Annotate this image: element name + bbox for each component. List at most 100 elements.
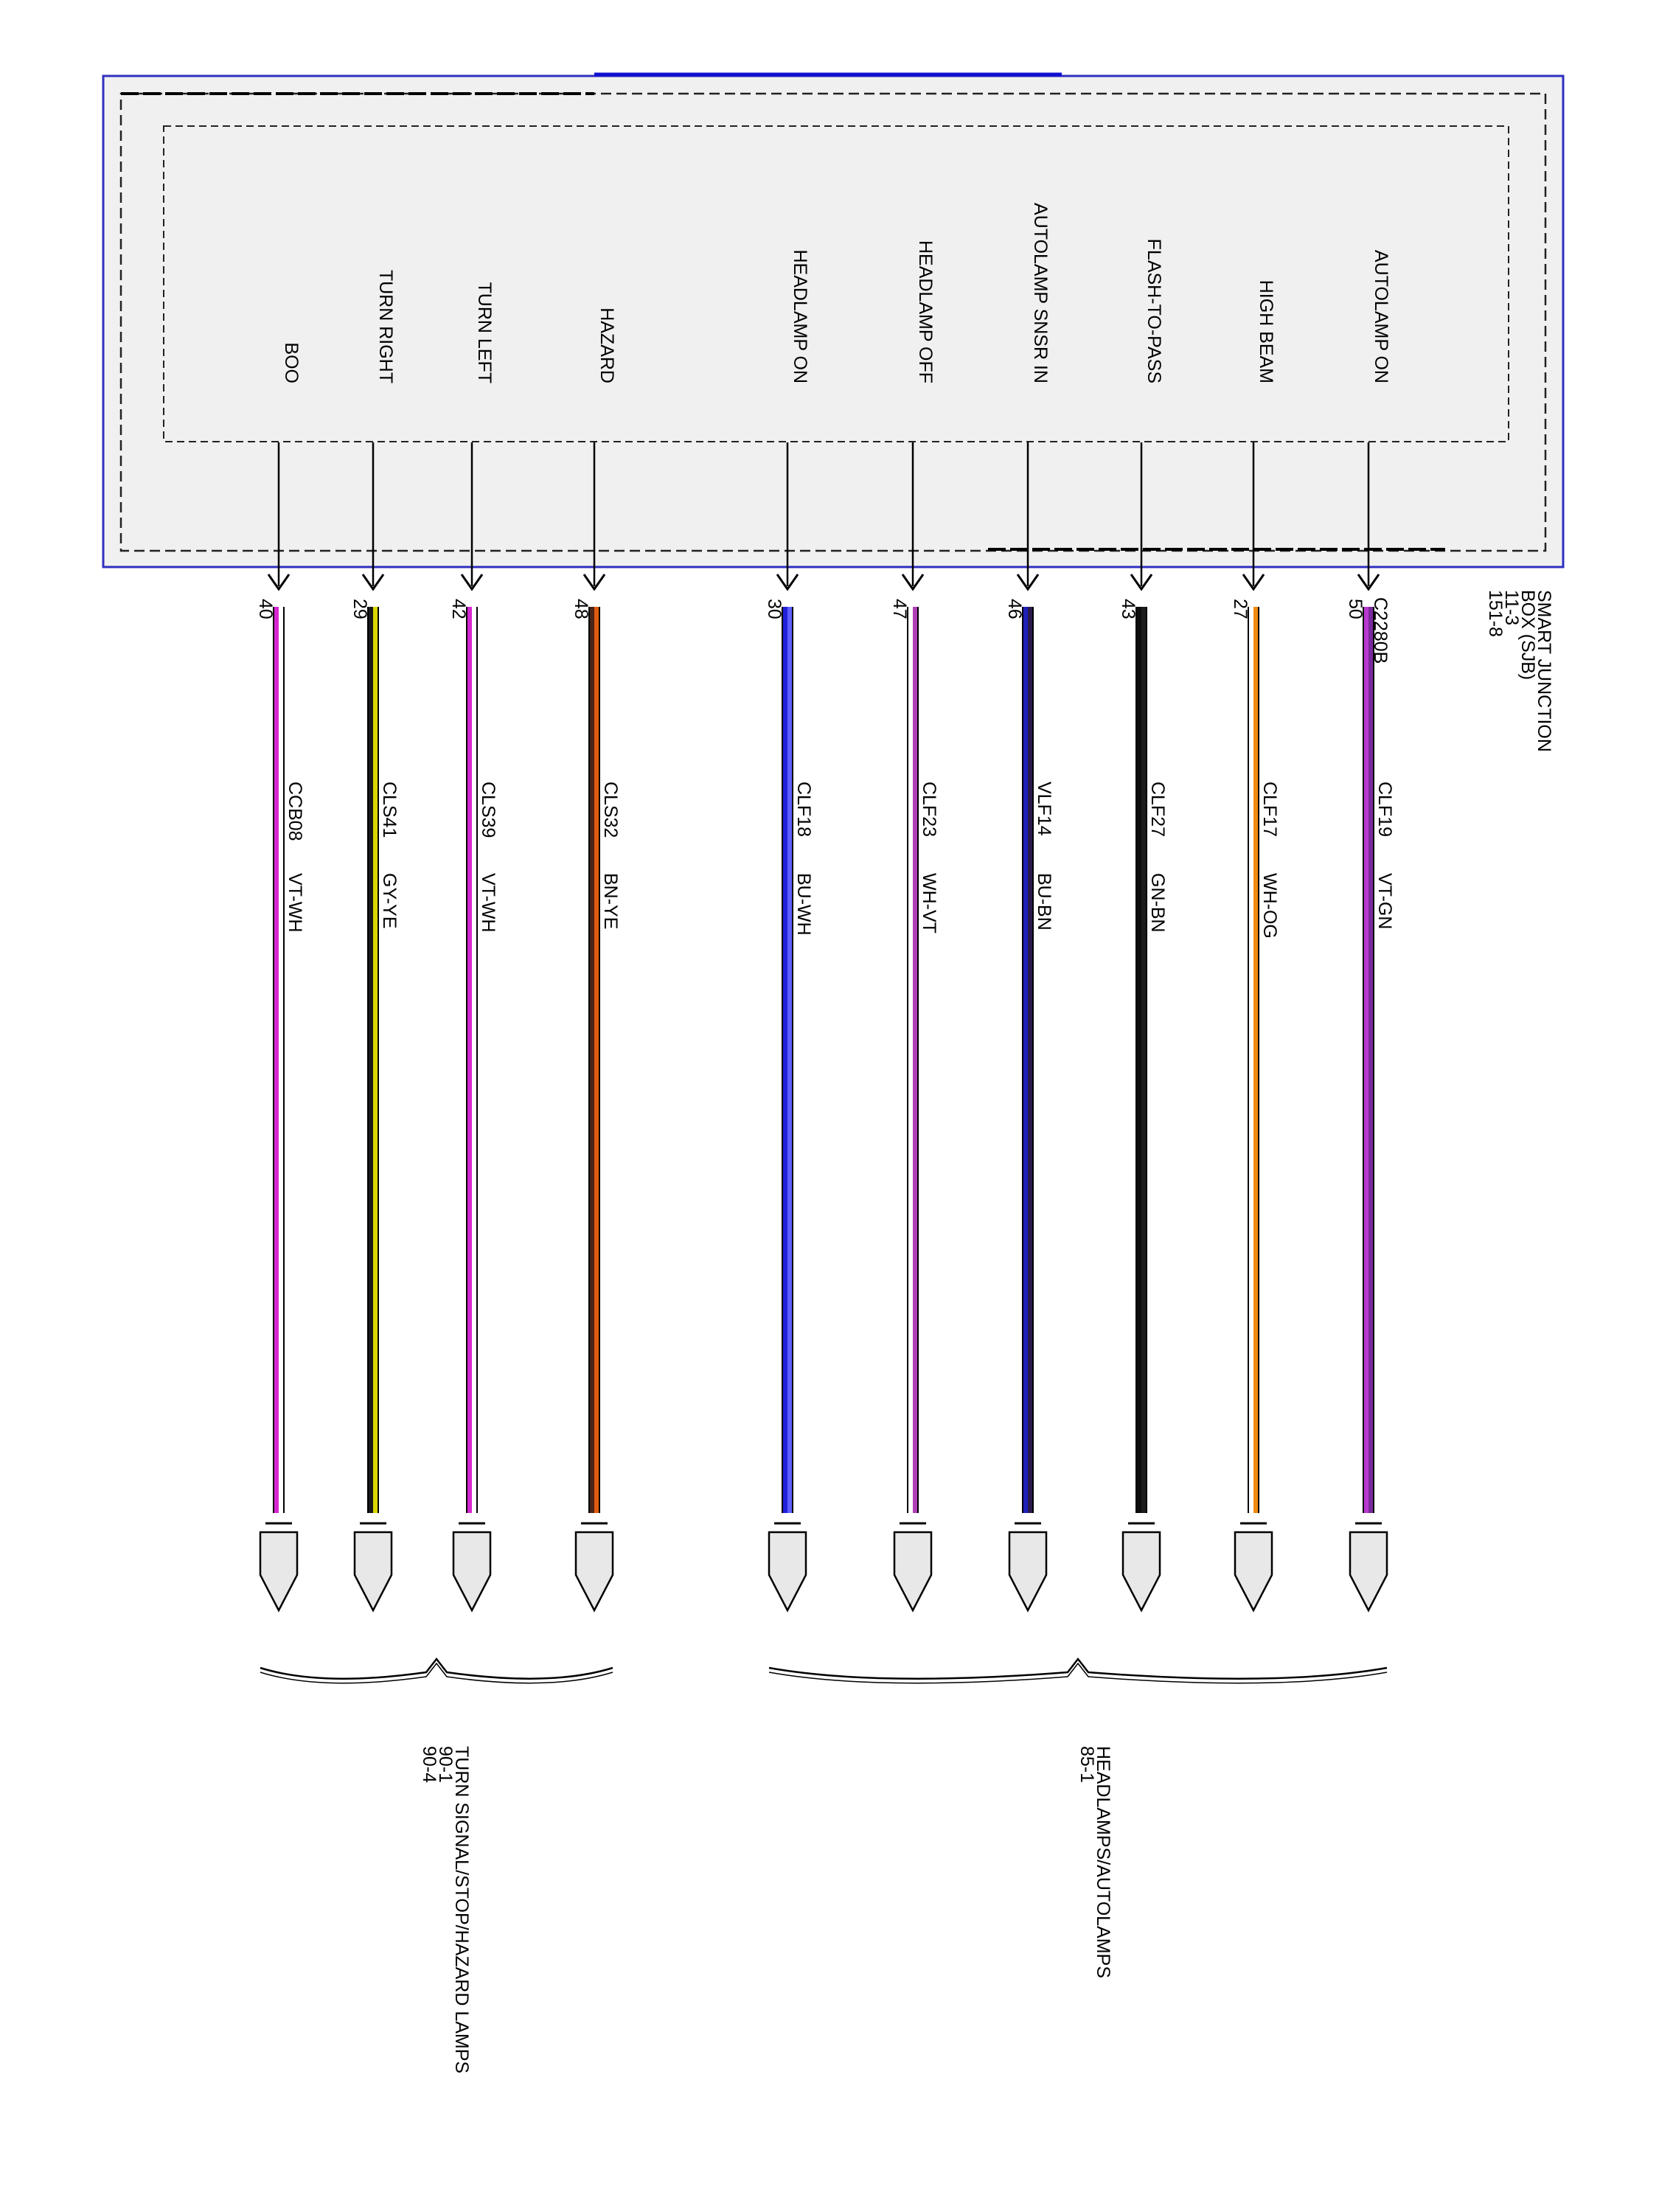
connector-terminal-icon (1121, 1531, 1161, 1613)
destination-label-line: 90-1 (435, 1746, 456, 1783)
wire-color-code: BN-YE (600, 873, 621, 929)
wire-color-code: VT-WH (285, 873, 305, 933)
pin-arrow-icon (1016, 574, 1040, 591)
signal-label: FLASH-TO-PASS (1144, 239, 1164, 383)
circuit-id: CLS32 (600, 782, 621, 838)
wire-color-primary (1137, 607, 1141, 1513)
wire-color-primary (590, 607, 594, 1513)
wire-color-stripe (373, 607, 378, 1513)
wire-color-code: GN-BN (1147, 873, 1168, 933)
wire-color-primary (908, 607, 913, 1513)
group-brace-shadow (260, 1662, 613, 1684)
module-name-line-2: BOX (SJB) (1517, 590, 1538, 680)
pin-arrow-icon (1357, 574, 1380, 591)
sjb-inner-dashed-box (163, 125, 1509, 442)
circuit-id: CLS41 (379, 782, 400, 838)
wire-color-primary (369, 607, 373, 1513)
circuit-id: CLS39 (478, 782, 498, 838)
wire-color-code: VT-WH (478, 873, 498, 933)
pin-arrow-icon (901, 574, 925, 591)
wire-color-stripe (787, 607, 792, 1513)
module-name-line-4: 151-8 (1485, 590, 1506, 637)
connector-terminal-icon (1349, 1531, 1388, 1613)
pin-arrow-icon (776, 574, 799, 591)
pin-number: 48 (571, 599, 591, 619)
module-name-line-3: 11-3 (1501, 590, 1522, 625)
signal-label: HIGH BEAM (1256, 280, 1276, 383)
wire-color-primary (1249, 607, 1253, 1513)
signal-label: HEADLAMP OFF (915, 240, 936, 383)
group-brace (260, 1657, 613, 1680)
signal-label: HEADLAMP ON (790, 249, 810, 383)
pin-number: 42 (448, 599, 469, 619)
wire-color-primary (783, 607, 787, 1513)
wire-color-primary (467, 607, 472, 1513)
circuit-id: CLF18 (793, 782, 814, 837)
wire-color-stripe (1253, 607, 1258, 1513)
signal-label: HAZARD (597, 307, 617, 383)
circuit-id: CCB08 (285, 782, 305, 841)
wire-color-code: BU-WH (793, 873, 814, 936)
wire-color-stripe (1141, 607, 1146, 1513)
connector-terminal-icon (1008, 1531, 1048, 1613)
connector-terminal-icon (353, 1531, 393, 1613)
wire-color-code: VT-GN (1374, 873, 1395, 929)
circuit-id: CLF17 (1259, 782, 1280, 837)
wire-color-code: WH-OG (1259, 873, 1280, 939)
wire-color-stripe (594, 607, 599, 1513)
circuit-id: CLF19 (1374, 782, 1395, 837)
pin-number: 27 (1230, 599, 1251, 619)
signal-label: AUTOLAMP SNSR IN (1030, 203, 1051, 383)
module-name-line-1: SMART JUNCTION (1534, 590, 1554, 752)
signal-label: AUTOLAMP ON (1371, 250, 1391, 383)
pin-number: 43 (1118, 599, 1138, 619)
signal-label: BOO (281, 342, 302, 383)
circuit-id: CLF23 (919, 782, 939, 837)
sjb-dashed-boundary (119, 92, 1547, 552)
destination-label-line: TURN SIGNAL/STOP/HAZARD LAMPS (451, 1746, 472, 2073)
wire-color-code: GY-YE (379, 873, 400, 929)
wire-color-primary (274, 607, 279, 1513)
wire-color-primary (1364, 607, 1368, 1513)
pin-arrow-icon (1242, 574, 1265, 591)
wire-color-code: WH-VT (919, 873, 939, 933)
destination-label-line: HEADLAMPS/AUTOLAMPS (1093, 1746, 1113, 1978)
connector-terminal-icon (1234, 1531, 1273, 1613)
wire-color-primary (1023, 607, 1028, 1513)
connector-terminal-icon (893, 1531, 933, 1613)
circuit-id: VLF14 (1034, 782, 1054, 836)
connector-terminal-icon (768, 1531, 807, 1613)
connector-terminal-icon (259, 1531, 299, 1613)
pin-number: 46 (1004, 599, 1025, 619)
wire-color-stripe (1028, 607, 1032, 1513)
signal-label: TURN RIGHT (375, 270, 396, 383)
pin-number: 47 (889, 599, 910, 619)
pin-arrow-icon (267, 574, 291, 591)
module-label: SMART JUNCTION BOX (SJB) 11-3 151-8 (1485, 590, 1554, 752)
wire-color-code: BU-BN (1034, 873, 1054, 931)
destination-label-line: 85-1 (1077, 1746, 1097, 1783)
connector-terminal-icon (574, 1531, 614, 1613)
pin-number: 30 (764, 599, 785, 619)
pin-arrow-icon (582, 574, 606, 591)
connector-terminal-icon (452, 1531, 492, 1613)
pin-number: 29 (349, 599, 370, 619)
pin-arrow-icon (1130, 574, 1153, 591)
wire-color-stripe (1368, 607, 1373, 1513)
pin-number: 50 (1345, 599, 1366, 619)
pin-arrow-icon (460, 574, 484, 591)
